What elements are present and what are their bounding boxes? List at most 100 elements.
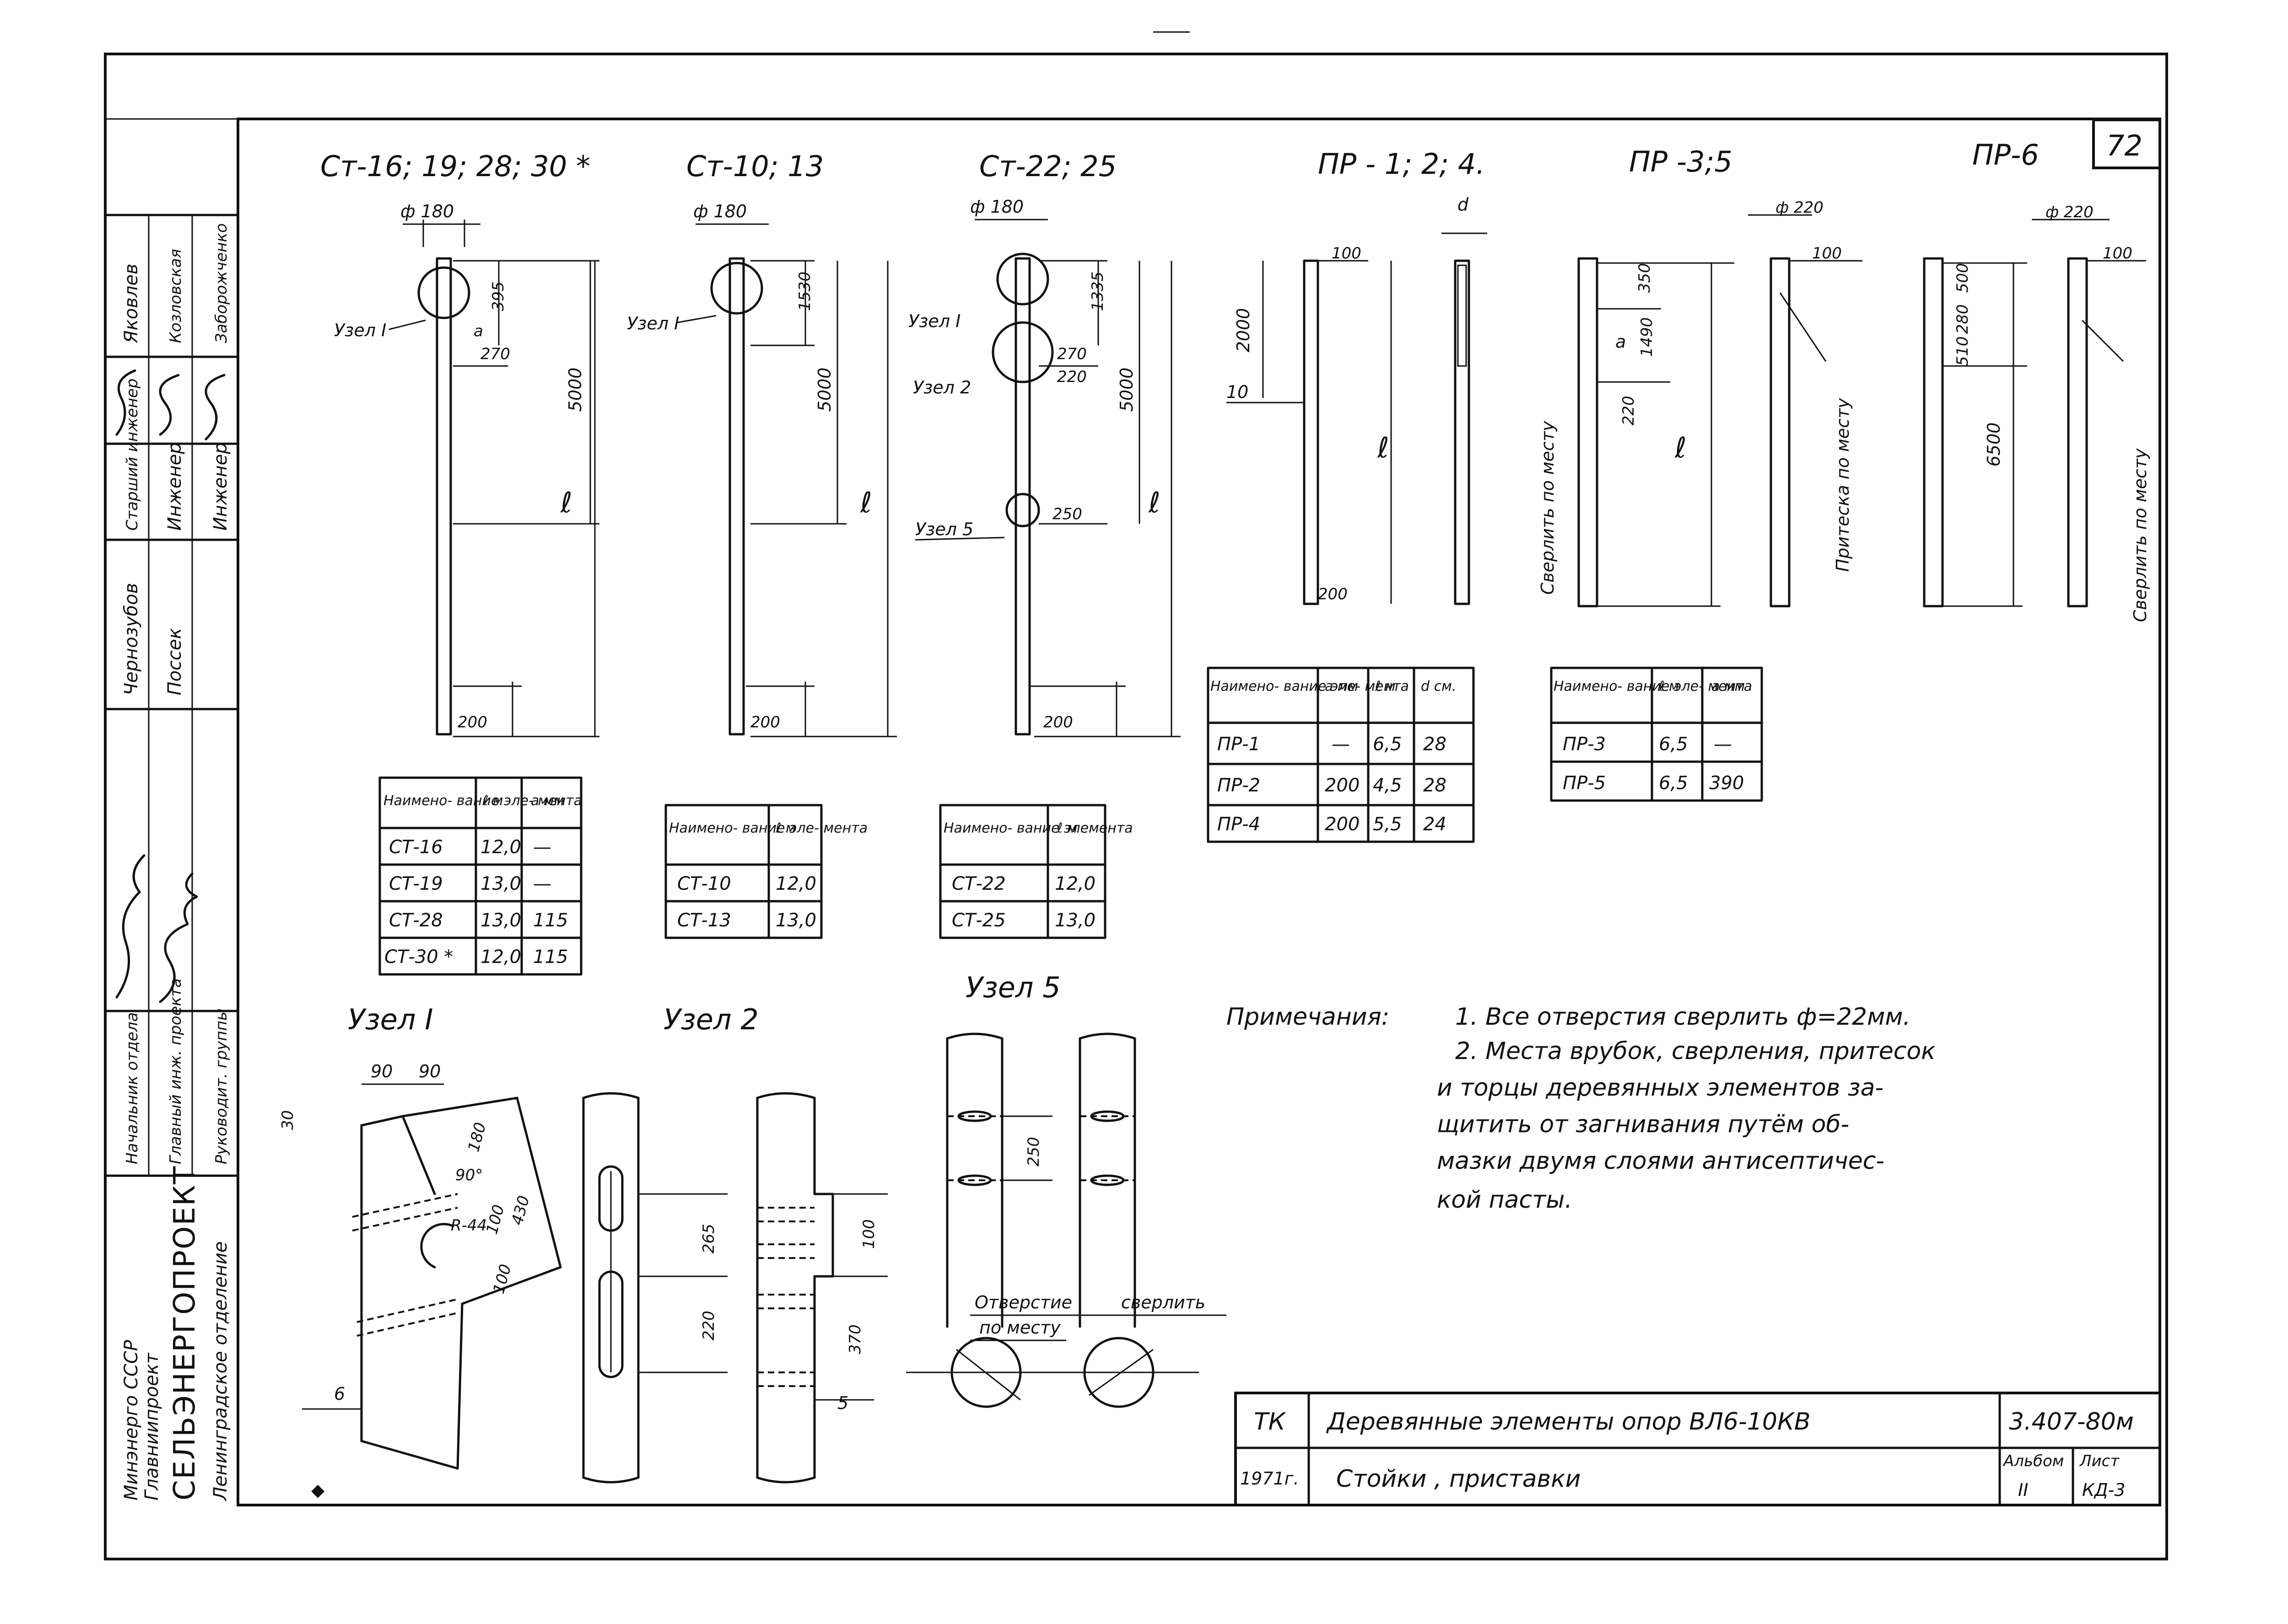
dim-265: 265 (700, 1224, 718, 1253)
dim-200: 200 (750, 713, 780, 731)
stamp-role-3: Руководит. группы (212, 1008, 231, 1164)
td: 13,0 (480, 873, 521, 894)
stamp-org-2: Главниипроект (141, 1352, 162, 1500)
td: 200 (1325, 775, 1360, 796)
signature-mark (159, 872, 198, 1003)
td: 28 (1423, 775, 1446, 796)
dim-100: 100 (1812, 244, 1842, 263)
node-label-2: Узел 2 (913, 377, 971, 398)
drill-note: Сверлить по месту (1538, 421, 1558, 595)
td: 28 (1423, 734, 1446, 755)
td: 115 (533, 910, 568, 931)
stamp-name-6: Заборожченко (212, 223, 231, 343)
th: а мм (1325, 678, 1358, 694)
signature-mark (205, 374, 226, 441)
td: 12,0 (1055, 873, 1095, 894)
signature-mark (115, 854, 146, 999)
td: СТ-19 (389, 873, 443, 894)
dim-l: ℓ (1377, 431, 1389, 464)
stamp-name-5: Козловская (167, 249, 185, 343)
stamp-role-4: Старший инженер (123, 378, 141, 531)
corner-mark: ◆ (311, 1480, 325, 1500)
td: СТ-10 (677, 873, 731, 894)
td: 5,5 (1373, 814, 1402, 835)
code: ТК (1254, 1408, 1286, 1436)
td: СТ-16 (389, 837, 443, 858)
dim-100: 100 (2103, 244, 2132, 263)
view-label: Ст-16; 19; 28; 30 * (320, 150, 590, 183)
hole-label-a: Отверстие (975, 1292, 1072, 1312)
td: 200 (1325, 814, 1360, 835)
dim-5000: 5000 (1117, 367, 1137, 412)
th: а мм (531, 793, 564, 809)
dim-1530: 1530 (796, 271, 814, 311)
note-line: мазки двумя слоями антисептичес- (1437, 1147, 1884, 1175)
notes-block: Примечания: 1. Все отверстия сверлить ф=… (1226, 1003, 1936, 1214)
td: 13,0 (776, 910, 816, 931)
outer-frame (104, 53, 2168, 1560)
th: Наимено- вание элемента (944, 820, 1133, 836)
dim-220: 220 (700, 1311, 718, 1340)
th: Наимено- вание эле- мента (669, 820, 868, 836)
th: а мм (1711, 678, 1745, 694)
td: 12,0 (776, 873, 816, 894)
dim-100: 100 (860, 1219, 878, 1249)
td: СТ-30 * (384, 946, 453, 968)
dim-180: 180 (464, 1120, 490, 1154)
table-st16: Наимено- вание эле- мента ℓ м а мм СТ-16… (378, 776, 583, 976)
detail-title: Узел I (348, 1003, 433, 1036)
th: ℓ м (1658, 678, 1679, 694)
dim-2000: 2000 (1233, 308, 1253, 352)
sheet-value: КД-3 (2082, 1480, 2126, 1500)
view-pr35: ПР -3;5 350 а 1490 220 ℓ ф 220 100 Сверл… (1538, 145, 1862, 608)
hew-note: Притеска по месту (1833, 398, 1853, 572)
td: 390 (1709, 773, 1744, 794)
view-label: ПР - 1; 2; 4. (1318, 147, 1485, 181)
dim-395: 395 (489, 281, 507, 311)
stamp-name-2: Поссек (164, 628, 185, 695)
view-pr124: ПР - 1; 2; 4. 100 2000 10 ℓ 200 d (1226, 147, 1487, 605)
dim-5000: 5000 (815, 367, 835, 412)
node-label-1: Узел I (908, 311, 961, 331)
th: ℓ м (482, 793, 503, 809)
table-st10: Наимено- вание эле- мента ℓ м СТ-10 12,0… (664, 804, 868, 939)
stamp-role-6: Инженер (210, 442, 231, 531)
view-st22: Ст-22; 25 ф 180 Узел I Узел 2 Узел 5 133… (908, 150, 1181, 737)
th: Наимено- вание эле- мента (1210, 678, 1409, 694)
td: — (1714, 734, 1732, 755)
dim-90a: 90 (371, 1061, 393, 1081)
dim-350: 350 (1635, 263, 1654, 293)
td: 115 (533, 946, 568, 968)
dim-5000: 5000 (565, 367, 585, 412)
angle-90: 90° (455, 1166, 483, 1184)
dim-a: а (474, 322, 483, 340)
stamp-org-4: Ленинградское отделение (210, 1242, 231, 1501)
sheet-label: Лист (2079, 1452, 2120, 1470)
th: ℓ м (1375, 678, 1396, 694)
td: 6,5 (1659, 773, 1688, 794)
view-label: ПР-6 (1972, 138, 2039, 172)
dim-500: 500 (1953, 263, 1972, 293)
dim-370: 370 (846, 1324, 864, 1354)
th: ℓ м (775, 820, 796, 836)
table-pr124: Наимено- вание эле- мента а мм ℓ м d см.… (1207, 667, 1475, 843)
dim-dia: ф 180 (693, 201, 747, 221)
dim-200: 200 (1318, 585, 1348, 603)
hole-label-b: сверлить (1121, 1292, 1205, 1312)
album-label: Альбом (2002, 1452, 2064, 1470)
drill-note: Сверлить по месту (2130, 448, 2150, 622)
th: Наимено- вание эле- мента (1554, 678, 1752, 694)
stamp-org-3: СЕЛЬЭНЕРГОПРОЕКТ (168, 1166, 202, 1500)
dim-90b: 90 (419, 1061, 441, 1081)
dim-a: а (1615, 332, 1626, 352)
stamp-role-1: Начальник отдела (123, 1012, 141, 1164)
view-pr6: ПР-6 ф 220 100 500 280 510 6500 Сверлить… (1923, 138, 2150, 622)
td: ПР-3 (1563, 734, 1606, 755)
dim-270: 270 (1057, 345, 1087, 363)
note-line: кой пасты. (1437, 1186, 1572, 1214)
note-line: 2. Места врубок, сверления, притесок (1455, 1038, 1936, 1065)
td: — (533, 873, 551, 894)
view-st16: Ст-16; 19; 28; 30 * ф 180 Узел I 395 а 2… (320, 150, 599, 737)
drawing-title: Деревянные элементы опор ВЛ6-10КВ (1326, 1408, 1811, 1436)
note-line: и торцы деревянных элементов за- (1437, 1074, 1883, 1102)
